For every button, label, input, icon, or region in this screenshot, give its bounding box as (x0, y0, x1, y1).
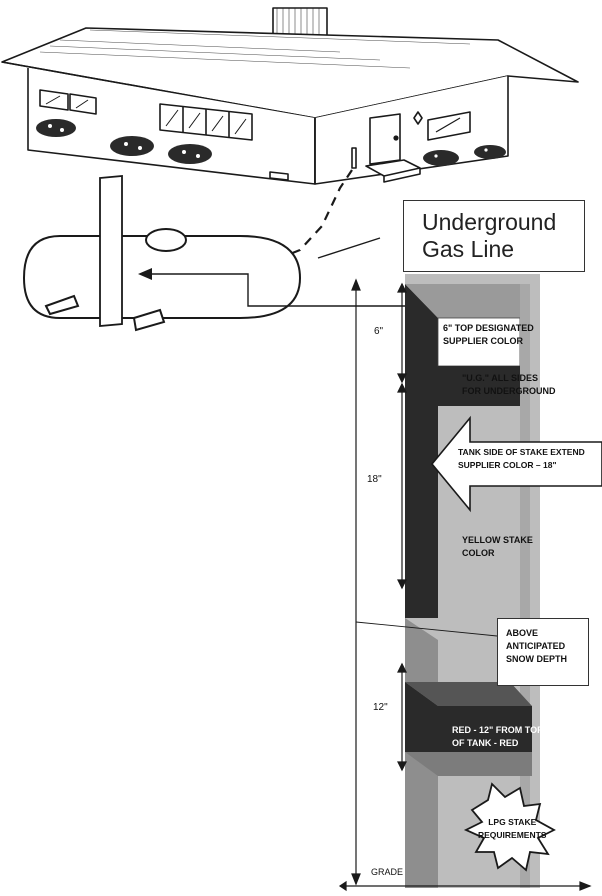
tank-side-arrow (430, 415, 602, 513)
label-ug-all-sides: "U.G." ALL SIDES FOR UNDERGROUND (462, 373, 556, 396)
dimension-6in: 6" (374, 326, 384, 337)
title-box: Underground Gas Line (403, 200, 585, 272)
label-burst: LPG STAKE REQUIREMENTS (478, 817, 547, 840)
label-grade: GRADE (371, 867, 404, 877)
propane-tank (22, 228, 302, 332)
dimension-12in: 12" (373, 702, 388, 713)
label-red-band: RED - 12" FROM TOP OF TANK - RED (452, 725, 544, 748)
burst-star (463, 782, 556, 872)
label-yellow-stake: YELLOW STAKE COLOR (462, 535, 533, 558)
shrubs (36, 119, 506, 166)
label-tank-side: TANK SIDE OF STAKE EXTEND SUPPLIER COLOR… (458, 447, 585, 470)
house-illustration (1, 7, 579, 185)
title-label: Underground Gas Line (422, 209, 557, 262)
stake-dark-face (405, 284, 438, 618)
dimension-lines (338, 278, 592, 892)
dimension-18in: 18" (367, 474, 382, 485)
gas-line-dashed (279, 169, 353, 260)
snow-depth-box: ABOVE ANTICIPATED SNOW DEPTH (497, 618, 589, 686)
tank-stake-post (99, 175, 123, 327)
label-top-designated: 6" TOP DESIGNATED SUPPLIER COLOR (443, 323, 534, 346)
pointer-arrow (148, 273, 405, 307)
label-snow-depth: ABOVE ANTICIPATED SNOW DEPTH (506, 628, 568, 664)
